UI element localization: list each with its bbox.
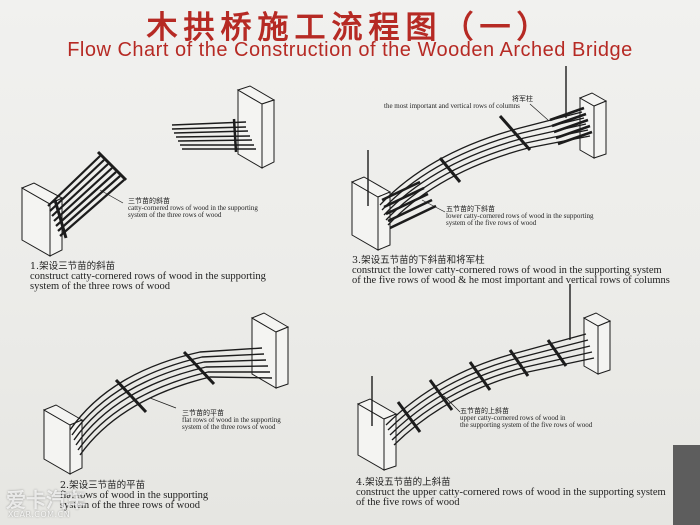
step3-callout-cn: 五节苗的下斜苗 [446, 205, 495, 213]
step3-arch-drawing [350, 66, 608, 251]
step4-caption-line1: construct the upper catty-cornered rows … [356, 486, 666, 498]
step4-caption: 4.架设五节苗的上斜苗 construct the upper catty-co… [356, 478, 672, 509]
step4-heading: 4.架设五节苗的上斜苗 [356, 477, 451, 488]
title-chinese: 木拱桥施工流程图（一） [146, 10, 554, 46]
step1-arch-drawing [20, 150, 128, 257]
step2-callout-line1: flat rows of wood in the supporting [182, 416, 281, 424]
step2-callout-line2: system of the three rows of wood [182, 423, 276, 431]
step1-callout-cn: 三节苗的斜苗 [128, 197, 170, 205]
step3-caption-line2: of the five rows of wood & he most impor… [352, 275, 670, 286]
step1-caption: 1.架设三节苗的斜苗 construct catty-cornered rows… [30, 262, 330, 293]
step4-caption-line2: of the five rows of wood [356, 497, 460, 508]
step4-callout-line2: the supporting system of the five rows o… [460, 421, 593, 429]
step1-caption-line1: construct catty-cornered rows of wood in… [30, 270, 266, 282]
step1-heading: 1.架设三节苗的斜苗 [30, 261, 116, 272]
title-english: Flow Chart of the Construction of the Wo… [67, 39, 633, 61]
step1-abutment-drawing [171, 85, 276, 169]
step4-callout-line1: upper catty-cornered rows of wood in [460, 414, 566, 422]
step3-heading: 3.架设五节苗的下斜苗和将军柱 [352, 255, 485, 266]
step2-arch-drawing [42, 312, 290, 475]
step3-caption-line1: construct the lower catty-cornered rows … [352, 264, 662, 276]
step1-callout: 三节苗的斜苗 catty-cornered rows of wood in th… [128, 198, 318, 219]
step4-callout: 五节苗的上斜苗 upper catty-cornered rows of woo… [460, 408, 630, 429]
step3-callout-line1: lower catty-cornered rows of wood in the… [446, 212, 594, 220]
watermark-url: XCAR.COM.CN [8, 510, 71, 519]
step2-heading: 2.架设三节苗的平苗 [60, 480, 146, 491]
step2-caption-line1: flat rows of wood in the supporting [60, 489, 209, 501]
step3-callout-line2: system of the five rows of wood [446, 219, 537, 227]
step2-callout: 三节苗的平苗 flat rows of wood in the supporti… [182, 410, 332, 431]
step1-callout-line1: catty-cornered rows of wood in the suppo… [128, 204, 258, 212]
watermark-brand: 爱卡汽车 [6, 488, 86, 512]
step2-callout-cn: 三节苗的平苗 [182, 409, 224, 417]
step4-arch-drawing [356, 284, 612, 471]
step3-callout: 五节苗的下斜苗 lower catty-cornered rows of woo… [446, 206, 626, 227]
step3-top-callout-cn: 将军柱 [512, 95, 533, 103]
step1-caption-line2: system of the three rows of wood [30, 281, 170, 292]
step1-callout-line2: system of the three rows of wood [128, 211, 222, 219]
step3-caption: 3.架设五节苗的下斜苗和将军柱 construct the lower catt… [352, 256, 672, 287]
board-edge [673, 445, 700, 525]
step3-top-callout: 将军柱 the most important and vertical rows… [384, 96, 574, 110]
step4-callout-cn: 五节苗的上斜苗 [460, 407, 509, 415]
step2-caption-line2: system of the three rows of wood [60, 500, 200, 511]
step2-caption: 2.架设三节苗的平苗 flat rows of wood in the supp… [60, 481, 310, 512]
step3-top-callout-line1: the most important and vertical rows of … [384, 102, 520, 110]
